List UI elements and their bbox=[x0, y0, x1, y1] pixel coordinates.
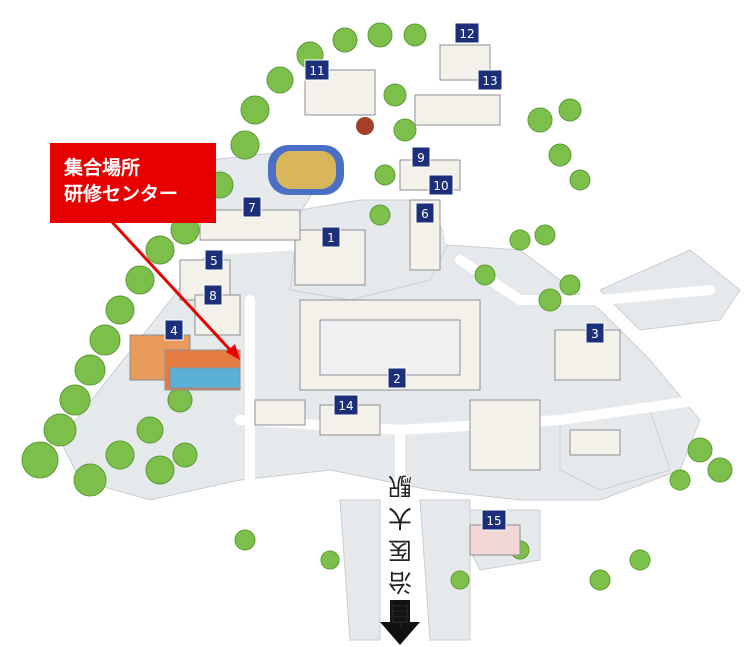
map-markers: 1 2 3 4 5 6 7 8 9 10 11 12 13 14 15 bbox=[164, 22, 605, 531]
marker-14[interactable]: 14 bbox=[333, 394, 359, 416]
sports-field bbox=[268, 117, 374, 195]
marker-4[interactable]: 4 bbox=[164, 319, 184, 341]
svg-text:7: 7 bbox=[248, 201, 256, 215]
station-label: 駅 大 医 治 自 bbox=[380, 470, 420, 628]
svg-text:6: 6 bbox=[421, 207, 429, 221]
marker-8[interactable]: 8 bbox=[203, 284, 223, 306]
svg-text:15: 15 bbox=[486, 514, 501, 528]
marker-12[interactable]: 12 bbox=[454, 22, 480, 44]
marker-3[interactable]: 3 bbox=[585, 322, 605, 344]
svg-text:10: 10 bbox=[433, 179, 448, 193]
station-char: 医 bbox=[388, 536, 412, 564]
svg-text:12: 12 bbox=[459, 27, 474, 41]
marker-15[interactable]: 15 bbox=[481, 509, 507, 531]
marker-13[interactable]: 13 bbox=[477, 69, 503, 91]
svg-text:14: 14 bbox=[338, 399, 353, 413]
svg-text:9: 9 bbox=[417, 151, 425, 165]
svg-text:13: 13 bbox=[482, 74, 497, 88]
trees bbox=[21, 22, 733, 591]
svg-text:11: 11 bbox=[309, 64, 324, 78]
svg-text:1: 1 bbox=[327, 231, 335, 245]
marker-5[interactable]: 5 bbox=[204, 249, 224, 271]
station-char: 治 bbox=[388, 568, 412, 596]
marker-1[interactable]: 1 bbox=[321, 226, 341, 248]
meeting-place-line1: 集合場所 bbox=[64, 157, 141, 179]
svg-text:4: 4 bbox=[170, 324, 178, 338]
svg-text:5: 5 bbox=[210, 254, 218, 268]
meeting-place-label: 集合場所 研修センター bbox=[50, 143, 216, 223]
svg-text:8: 8 bbox=[209, 289, 217, 303]
meeting-place-line2: 研修センター bbox=[64, 183, 179, 205]
station-char: 駅 bbox=[388, 472, 412, 500]
station-char: 自 bbox=[388, 600, 412, 628]
station-char: 大 bbox=[388, 504, 412, 532]
marker-10[interactable]: 10 bbox=[428, 174, 454, 196]
svg-text:3: 3 bbox=[591, 327, 599, 341]
callout-pointer bbox=[110, 220, 240, 360]
marker-11[interactable]: 11 bbox=[304, 59, 330, 81]
marker-2[interactable]: 2 bbox=[387, 367, 407, 389]
svg-text:2: 2 bbox=[393, 372, 401, 386]
station-arrow bbox=[380, 600, 420, 645]
marker-9[interactable]: 9 bbox=[411, 146, 431, 168]
marker-7[interactable]: 7 bbox=[242, 196, 262, 218]
marker-6[interactable]: 6 bbox=[415, 202, 435, 224]
